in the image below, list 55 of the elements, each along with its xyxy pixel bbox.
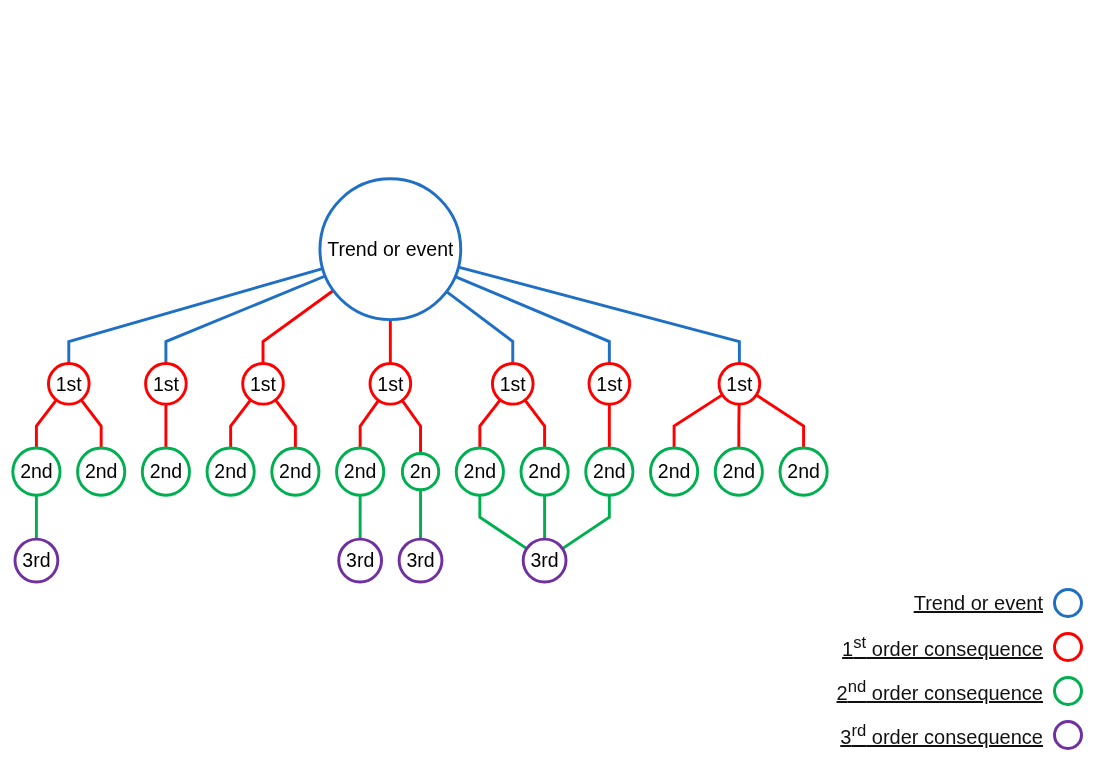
connector — [737, 403, 741, 448]
node-circle: 2nd — [713, 446, 764, 497]
connector — [523, 398, 547, 448]
node-circle: 3rd — [337, 537, 384, 584]
connector — [454, 274, 611, 364]
node-circle: 1st — [144, 361, 188, 406]
connector — [80, 398, 103, 448]
connector — [458, 265, 741, 364]
connector — [274, 398, 297, 448]
node-circle: 1st — [241, 361, 285, 406]
legend-label: Trend or event — [913, 591, 1043, 615]
node-circle: 2nd — [76, 446, 127, 497]
connector — [755, 393, 806, 448]
node-circle: 1st — [717, 361, 762, 406]
connector — [164, 403, 168, 448]
node-circle: 2nd — [205, 446, 256, 497]
connector — [358, 494, 362, 539]
connector — [164, 274, 326, 364]
connector — [672, 393, 724, 448]
legend-label: 1$^{st}$ order consequence — [842, 633, 1043, 661]
node-circle: 2nd — [649, 446, 700, 497]
node-circle: 2nd — [778, 446, 829, 497]
node-circle: Trend or event — [318, 176, 463, 321]
node-circle: 1st — [47, 361, 91, 406]
connector — [400, 399, 422, 454]
connector — [261, 288, 335, 364]
connector — [34, 398, 58, 448]
node-circle: 1st — [490, 361, 535, 406]
connector — [445, 290, 515, 364]
node-circle: 2nd — [335, 446, 386, 497]
connector — [388, 319, 392, 364]
connector — [67, 266, 324, 364]
node-circle: 2nd — [454, 446, 505, 497]
node-circle: 2nd — [11, 446, 62, 497]
connector — [358, 399, 380, 448]
connector — [478, 494, 528, 550]
connector — [607, 403, 611, 448]
node-circle: 2n — [400, 451, 441, 491]
connector — [561, 494, 611, 550]
node-circle: 3rd — [521, 537, 568, 584]
connector — [543, 494, 547, 539]
node-circle: 1st — [587, 361, 632, 406]
node-circle: 2nd — [270, 446, 321, 497]
connector — [34, 494, 38, 539]
legend-label: 3$^{rd}$ order consequence — [840, 721, 1043, 749]
node-circle: 2nd — [584, 446, 635, 497]
node-circle: 2nd — [140, 446, 191, 497]
connector — [229, 398, 252, 448]
node-circle: 1st — [368, 361, 413, 406]
node-circle: 3rd — [397, 537, 444, 584]
node-circle: 3rd — [13, 537, 60, 584]
legend-label: 2$^{nd}$ order consequence — [836, 677, 1043, 705]
connector — [419, 489, 422, 539]
node-circle: 2nd — [519, 446, 570, 497]
connector — [478, 398, 502, 448]
